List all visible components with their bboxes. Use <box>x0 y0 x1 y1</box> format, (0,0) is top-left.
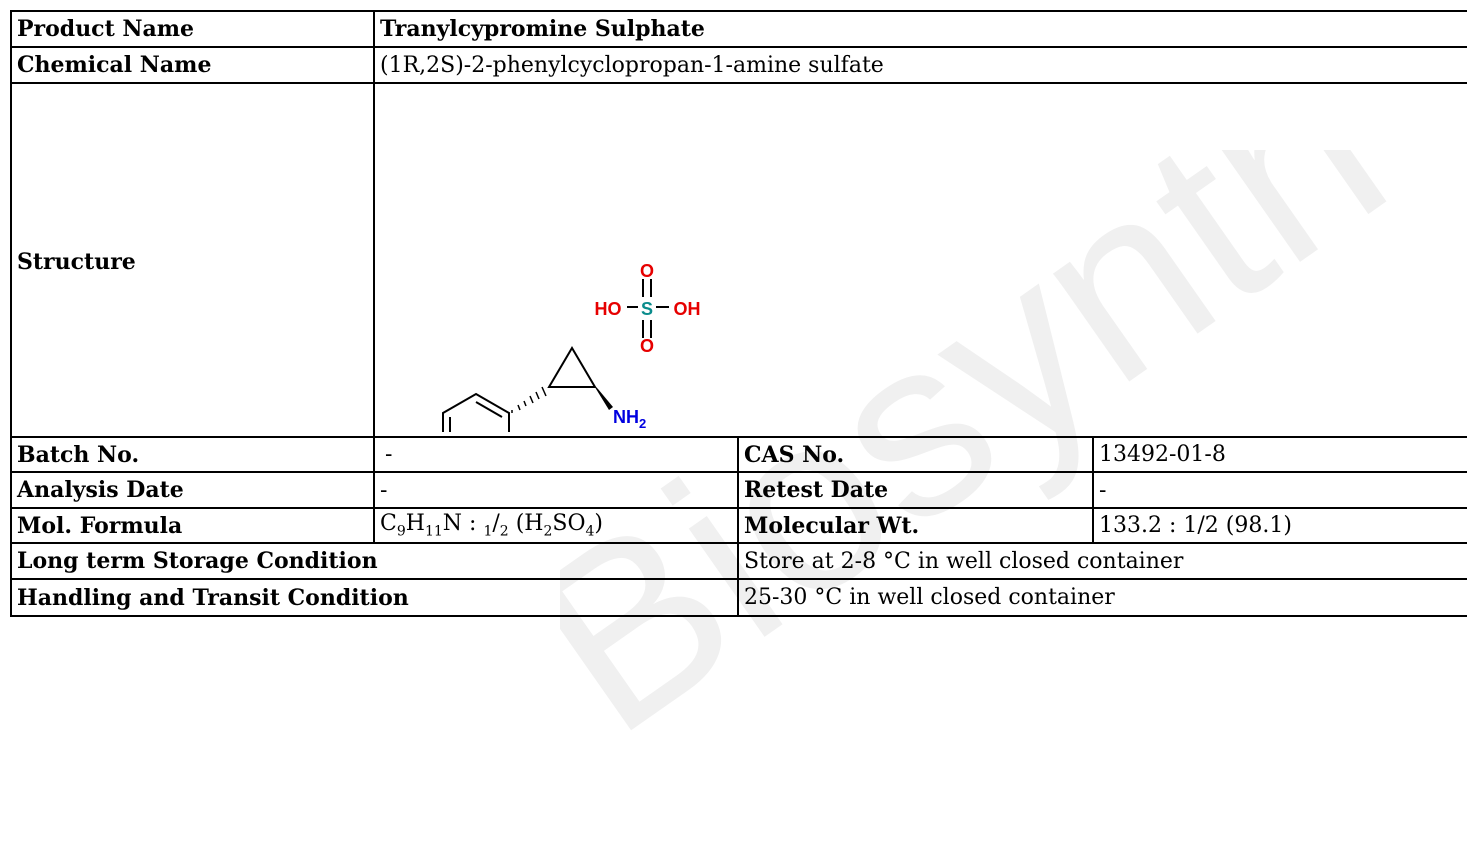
cas-value: 13492-01-8 <box>1091 436 1467 473</box>
product-name-value: Tranylcypromine Sulphate <box>372 10 1467 48</box>
atom-nh2: NH2 <box>613 407 646 431</box>
mol-formula-value: C9H11N : 1/2 (H2SO4) <box>373 507 739 544</box>
sulfuric-acid-bonds <box>627 279 669 338</box>
product-name-label: Product Name <box>10 10 375 48</box>
storage-label: Long term Storage Condition <box>10 542 739 580</box>
row-chemical-name: Chemical Name (1R,2S)-2-phenylcyclopropa… <box>10 46 1467 84</box>
chemical-name-value: (1R,2S)-2-phenylcyclopropan-1-amine sulf… <box>372 46 1467 84</box>
batch-label: Batch No. <box>10 436 375 473</box>
atom-ho: HO <box>595 299 622 319</box>
cas-label: CAS No. <box>737 436 1094 473</box>
row-analysis: Analysis Date - Retest Date - <box>10 471 1467 509</box>
coa-table: Product Name Tranylcypromine Sulphate Ch… <box>10 10 1467 617</box>
hashed-wedge-bond <box>511 386 547 413</box>
phenyl-ring <box>442 392 510 432</box>
solid-wedge-bond <box>593 384 613 410</box>
chemical-name-label: Chemical Name <box>10 46 375 84</box>
row-formula: Mol. Formula C9H11N : 1/2 (H2SO4) Molecu… <box>10 507 1467 544</box>
atom-o-top: O <box>640 261 654 281</box>
retest-date-value: - <box>1091 471 1467 509</box>
atom-s: S <box>641 299 653 319</box>
storage-value: Store at 2-8 °C in well closed container <box>736 542 1467 580</box>
retest-date-label: Retest Date <box>737 471 1094 509</box>
molecular-wt-value: 133.2 : 1/2 (98.1) <box>1091 507 1467 544</box>
handling-value: 25-30 °C in well closed container <box>736 578 1467 617</box>
analysis-date-label: Analysis Date <box>10 471 375 509</box>
structure-label: Structure <box>10 82 375 438</box>
atom-o-bottom: O <box>640 336 654 356</box>
row-handling: Handling and Transit Condition 25-30 °C … <box>10 578 1467 617</box>
row-storage: Long term Storage Condition Store at 2-8… <box>10 542 1467 580</box>
row-batch: Batch No. - CAS No. 13492-01-8 <box>10 436 1467 473</box>
chemical-structure: O S O HO OH <box>442 261 701 432</box>
mol-formula-label: Mol. Formula <box>10 507 375 544</box>
structure-cell: O S O HO OH <box>372 82 1467 438</box>
analysis-date-value: - <box>373 471 739 509</box>
handling-label: Handling and Transit Condition <box>10 578 739 617</box>
cyclopropane-ring <box>547 346 597 388</box>
atom-oh: OH <box>674 299 701 319</box>
row-product-name: Product Name Tranylcypromine Sulphate <box>10 10 1467 48</box>
row-structure: Structure O S O HO OH <box>10 82 1467 438</box>
batch-value: - <box>373 436 739 473</box>
molecular-wt-label: Molecular Wt. <box>737 507 1094 544</box>
